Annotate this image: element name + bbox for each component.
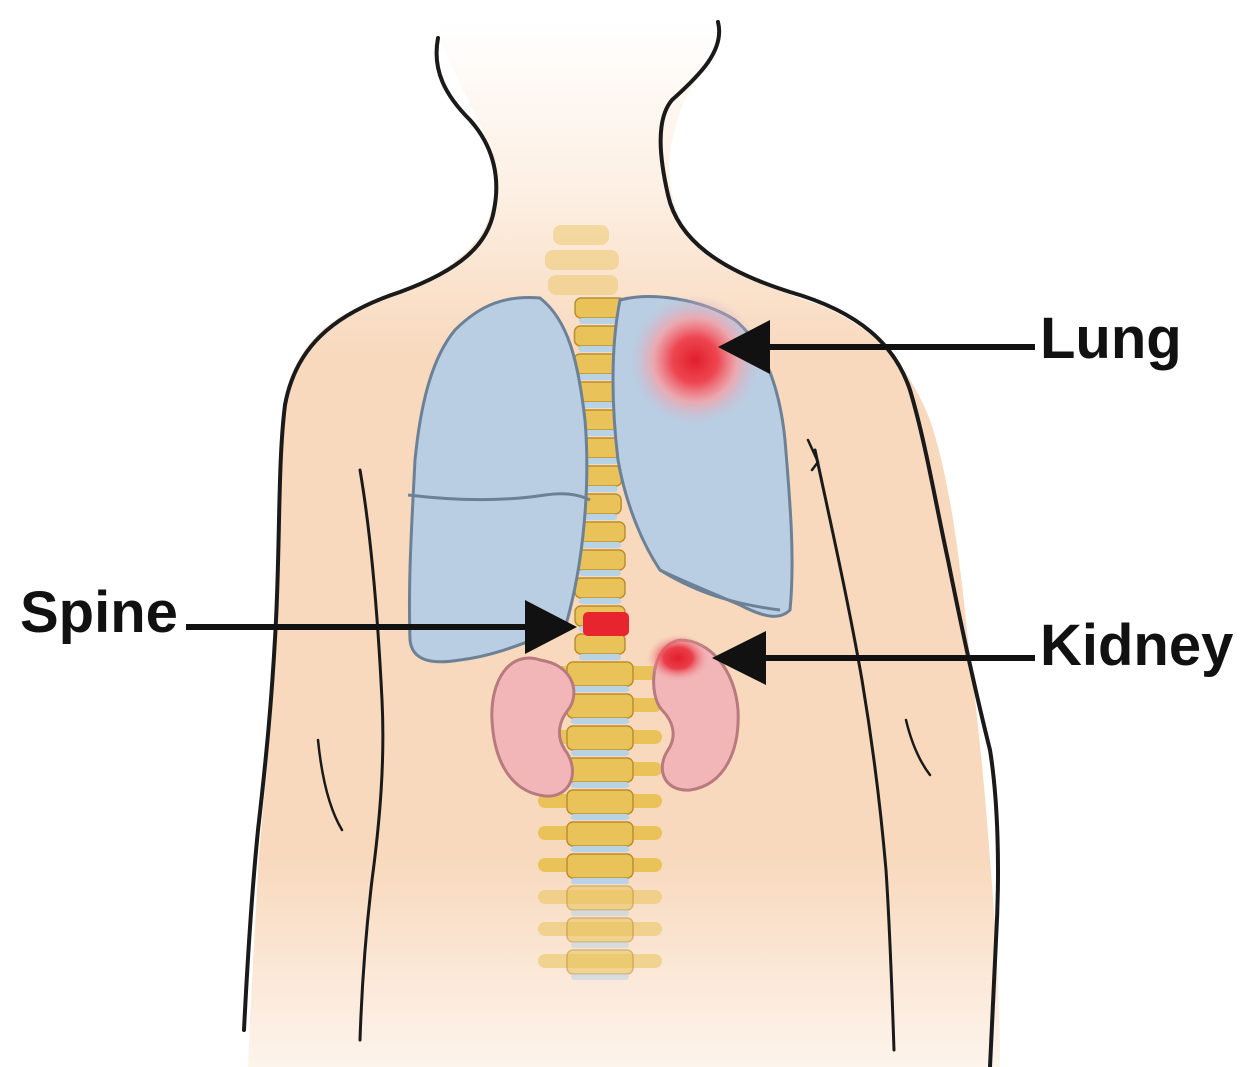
kidney-label: Kidney bbox=[1040, 613, 1233, 678]
vertebra bbox=[567, 790, 633, 814]
intervertebral-disc bbox=[571, 974, 629, 980]
intervertebral-disc bbox=[579, 598, 621, 604]
vertebra bbox=[567, 694, 633, 718]
vertebra bbox=[575, 550, 625, 570]
intervertebral-disc bbox=[571, 910, 629, 916]
intervertebral-disc bbox=[579, 654, 621, 660]
vertebra bbox=[567, 726, 633, 750]
vertebra bbox=[575, 578, 625, 598]
intervertebral-disc bbox=[571, 814, 629, 820]
cervical-vertebrae bbox=[545, 225, 619, 295]
spine-lesion bbox=[583, 612, 629, 636]
spine-label: Spine bbox=[20, 580, 178, 645]
vertebra bbox=[567, 822, 633, 846]
intervertebral-disc bbox=[571, 750, 629, 756]
vertebra bbox=[575, 634, 625, 654]
intervertebral-disc bbox=[579, 570, 621, 576]
kidney-lesion bbox=[646, 634, 710, 682]
intervertebral-disc bbox=[571, 686, 629, 692]
vertebra bbox=[567, 854, 633, 878]
lung-label: Lung bbox=[1040, 306, 1182, 371]
intervertebral-disc bbox=[571, 718, 629, 724]
vertebra bbox=[567, 950, 633, 974]
vertebra bbox=[567, 918, 633, 942]
intervertebral-disc bbox=[571, 846, 629, 852]
vertebra bbox=[567, 758, 633, 782]
intervertebral-disc bbox=[571, 782, 629, 788]
vertebra bbox=[567, 886, 633, 910]
intervertebral-disc bbox=[571, 878, 629, 884]
vertebra bbox=[567, 662, 633, 686]
lung-lesion bbox=[630, 295, 760, 425]
intervertebral-disc bbox=[571, 942, 629, 948]
intervertebral-disc bbox=[579, 542, 621, 548]
